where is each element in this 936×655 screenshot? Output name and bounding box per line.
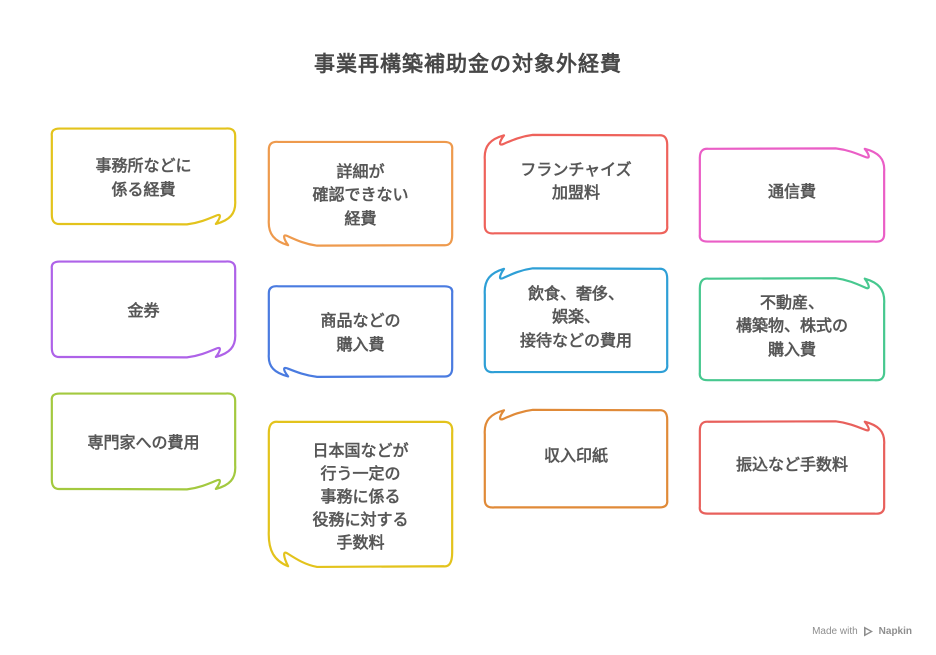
note-card-government-service-fees: 日本国などが 行う一定の 事務に係る 役務に対する 手数料 <box>264 415 457 580</box>
note-label: 通信費 <box>767 184 816 202</box>
watermark-prefix: Made with <box>812 626 858 637</box>
napkin-watermark-link[interactable]: Made with Napkin <box>812 626 912 637</box>
note-card-unverifiable-expenses: 詳細が 確認できない 経費 <box>264 137 457 255</box>
note-card-entertainment-expenses: 飲食、奢侈、 娯楽、 接待などの費用 <box>480 259 672 377</box>
note-card-gift-certificates: 金券 <box>47 257 240 366</box>
note-label: 収入印紙 <box>543 447 608 465</box>
watermark-brand: Napkin <box>878 626 912 637</box>
note-card-communication-costs: 通信費 <box>695 140 889 246</box>
napkin-logo-icon <box>863 626 873 637</box>
note-label: 金券 <box>127 302 160 320</box>
note-label: 飲食、奢侈、 娯楽、 接待などの費用 <box>519 286 632 350</box>
note-label: 商品などの 購入費 <box>320 313 401 354</box>
note-card-franchise-fee: フランチャイズ 加盟料 <box>480 126 672 238</box>
note-label: 不動産、 構築物、株式の 購入費 <box>735 295 848 359</box>
note-label: 事務所などに 係る経費 <box>95 158 192 199</box>
note-card-revenue-stamps: 収入印紙 <box>480 401 672 512</box>
note-card-transfer-fees: 振込など手数料 <box>695 413 889 518</box>
note-card-real-estate-purchase: 不動産、 構築物、株式の 購入費 <box>695 269 889 385</box>
note-label: 日本国などが 行う一定の 事務に係る 役務に対する 手数料 <box>312 442 409 553</box>
note-card-office-expenses: 事務所などに 係る経費 <box>47 124 240 233</box>
note-label: フランチャイズ 加盟料 <box>520 161 632 202</box>
note-card-product-purchase: 商品などの 購入費 <box>264 282 457 385</box>
note-label: 専門家への費用 <box>87 434 200 452</box>
note-label: 詳細が 確認できない 経費 <box>312 164 409 228</box>
page-title: 事業再構築補助金の対象外経費 <box>314 53 622 76</box>
note-label: 振込など手数料 <box>735 456 848 474</box>
note-card-expert-fees: 専門家への費用 <box>47 389 240 498</box>
